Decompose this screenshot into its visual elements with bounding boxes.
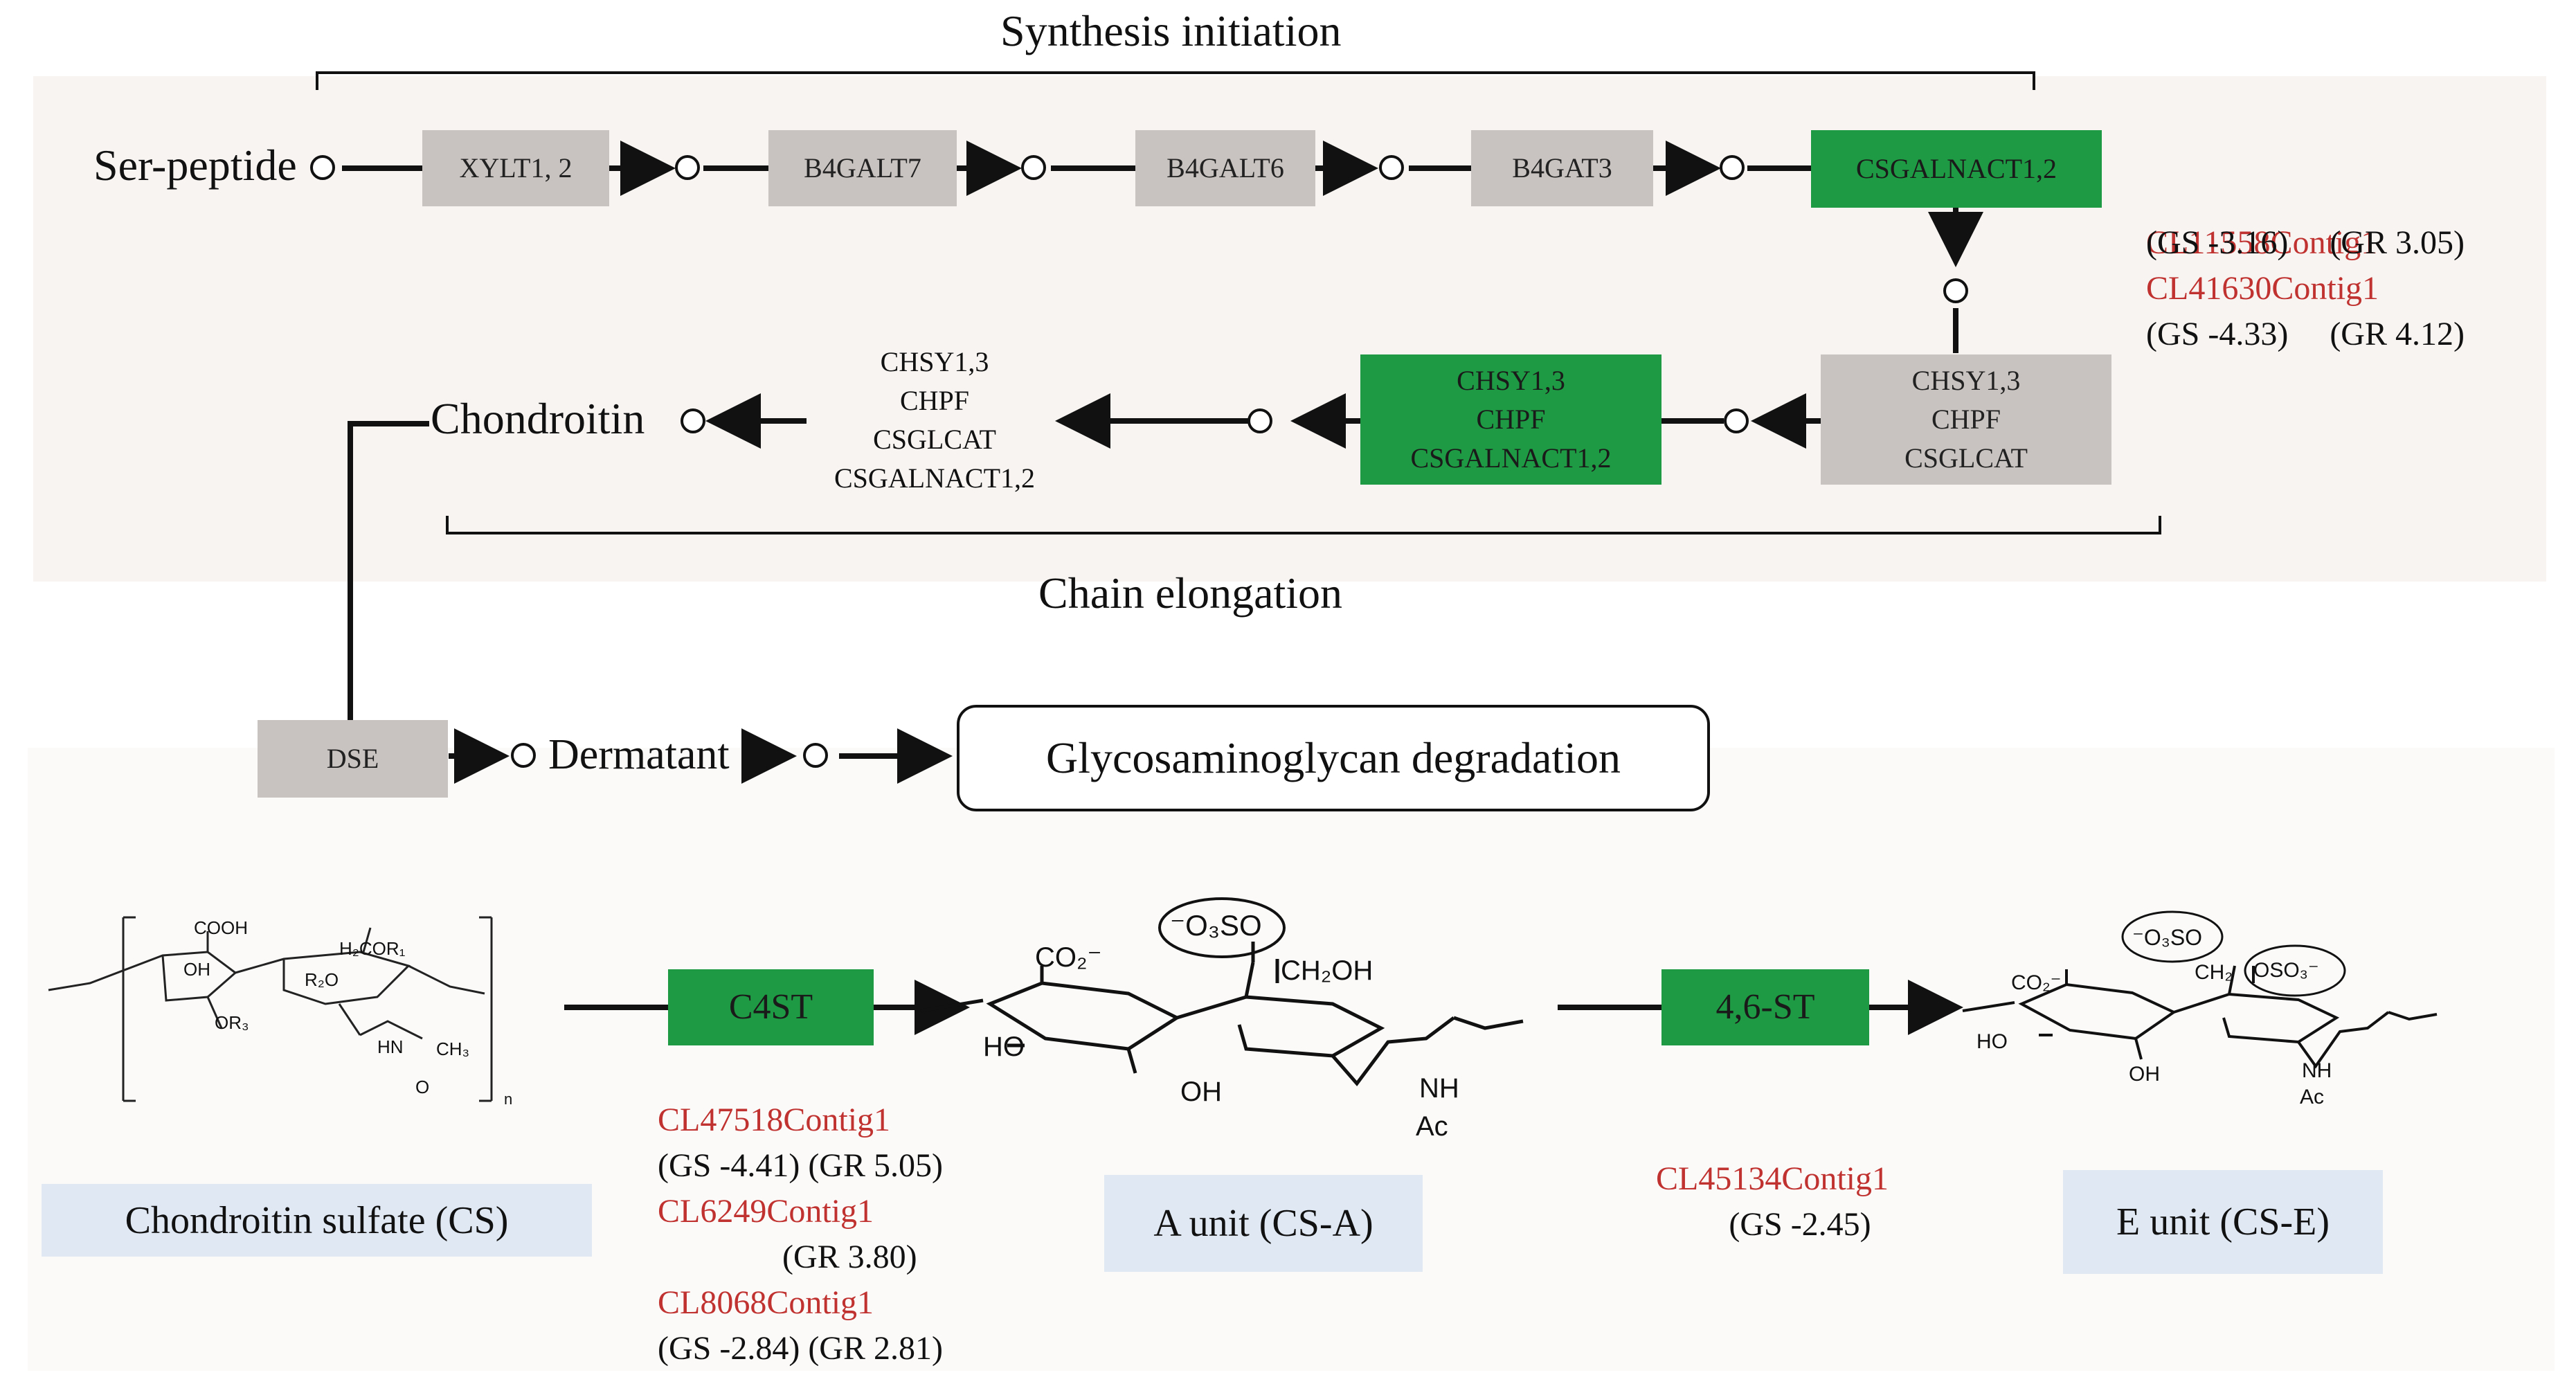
cs-h2cor1: H₂COR₁ xyxy=(339,938,406,959)
e-ho: HO xyxy=(1976,1030,2008,1053)
cs-label: Chondroitin sulfate (CS) xyxy=(42,1184,592,1257)
xylt-enzyme: XYLT1, 2 xyxy=(422,130,609,206)
cs-o: O xyxy=(415,1077,430,1097)
a-co2: CO₂⁻ xyxy=(1035,942,1102,973)
e-unit-label: E unit (CS-E) xyxy=(2063,1170,2383,1274)
e-co2: CO₂⁻ xyxy=(2011,971,2062,994)
e-unit-structure xyxy=(1962,910,2438,1069)
gene-stats: (GS -2.84) (GR 2.81) xyxy=(658,1330,943,1367)
a-nh: NH xyxy=(1419,1073,1459,1104)
cs-r2o: R₂O xyxy=(305,969,339,990)
dermatant-label: Dermatant xyxy=(548,731,730,778)
e-sulfate: ⁻O₃SO xyxy=(2132,925,2203,950)
gene-id: CL8068Contig1 xyxy=(658,1284,874,1321)
substrate-node-4 xyxy=(1379,155,1404,180)
gag-degradation-box: Glycosaminoglycan degradation xyxy=(957,705,1710,811)
gene-stats: (GR 3.80) xyxy=(658,1239,917,1275)
e-ch2: CH₂ xyxy=(2195,961,2233,984)
substrate-node-5 xyxy=(1720,155,1745,180)
substrate-node-1 xyxy=(310,155,335,180)
substrate-node-2 xyxy=(675,155,700,180)
chondroitin-label: Chondroitin xyxy=(431,394,645,443)
cs-hn: HN xyxy=(377,1036,404,1057)
gene-stats: (GS -4.33) (GR 4.12) xyxy=(2146,316,2465,352)
cs-n: n xyxy=(504,1090,513,1108)
substrate-node-6 xyxy=(1943,278,1968,303)
a-unit-label: A unit (CS-A) xyxy=(1104,1175,1423,1272)
substrate-node-11 xyxy=(803,743,828,768)
cs-cooh: COOH xyxy=(194,917,248,938)
gene-id: CL41630Contig1 xyxy=(2146,270,2379,307)
gene-id: CL45134Contig1 xyxy=(1655,1160,1889,1197)
substrate-node-10 xyxy=(511,743,536,768)
csgalnact-enzyme: CSGALNACT1,2 xyxy=(1811,130,2102,208)
synthesis-initiation-title: Synthesis initiation xyxy=(1000,6,1342,55)
gene-id: CL6249Contig1 xyxy=(658,1193,874,1230)
st46-gene-annotations: CL45134Contig1 (GS -2.45) xyxy=(1655,1156,1890,1248)
e-nh: NH xyxy=(2302,1059,2332,1082)
elongation-enzymes-green: CHSY1,3 CHPF CSGALNACT1,2 xyxy=(1360,354,1661,485)
gene-id: CL11558Contig1 xyxy=(2146,224,2378,261)
cs-structure xyxy=(48,916,493,1102)
substrate-node-7 xyxy=(1724,408,1749,433)
st46-enzyme: 4,6-ST xyxy=(1661,969,1869,1045)
e-ac: Ac xyxy=(2300,1086,2325,1108)
a-oh: OH xyxy=(1180,1077,1222,1107)
gene-stats: (GS -4.41) (GR 5.05) xyxy=(658,1147,943,1184)
a-ho: HO xyxy=(983,1032,1025,1062)
gene-stats: (GS -3.16) (GR 3.05) xyxy=(2146,224,2465,261)
a-ch2oh: CH₂OH xyxy=(1281,955,1373,986)
gene-id: CL47518Contig1 xyxy=(658,1102,891,1138)
elongation-enzymes-text: CHSY1,3 CHPF CSGLCAT CSGALNACT1,2 xyxy=(834,346,1036,494)
cs-ch3: CH₃ xyxy=(436,1039,470,1059)
elongation-enzymes-gray: CHSY1,3 CHPF CSGLCAT xyxy=(1821,354,2111,485)
a-sulfate: ⁻O₃SO xyxy=(1170,909,1262,942)
ser-peptide-label: Ser-peptide xyxy=(93,141,297,190)
substrate-node-3 xyxy=(1021,155,1046,180)
cs-or3: OR₃ xyxy=(215,1012,249,1033)
substrate-node-9 xyxy=(681,408,705,433)
gene-stats: (GS -2.45) xyxy=(1729,1206,1871,1243)
e-oh: OH xyxy=(2129,1063,2160,1086)
a-unit-structure xyxy=(920,897,1524,1086)
dse-enzyme: DSE xyxy=(258,720,448,798)
c4st-gene-annotations: CL47518Contig1 (GS -4.41) (GR 5.05) CL62… xyxy=(658,1097,943,1372)
c4st-enzyme: C4ST xyxy=(668,969,874,1045)
e-oso3: OSO₃⁻ xyxy=(2253,959,2319,982)
chain-elongation-title: Chain elongation xyxy=(1038,568,1343,618)
b4galt6-enzyme: B4GALT6 xyxy=(1135,130,1315,206)
top-gene-annotations: CL11558Contig1 (GS -3.16) (GR 3.05) CL41… xyxy=(2146,220,2465,357)
a-ac: Ac xyxy=(1416,1111,1448,1142)
substrate-node-8 xyxy=(1248,408,1272,433)
cs-oh: OH xyxy=(183,959,210,980)
b4gat3-enzyme: B4GAT3 xyxy=(1471,130,1653,206)
b4galt7-enzyme: B4GALT7 xyxy=(768,130,957,206)
